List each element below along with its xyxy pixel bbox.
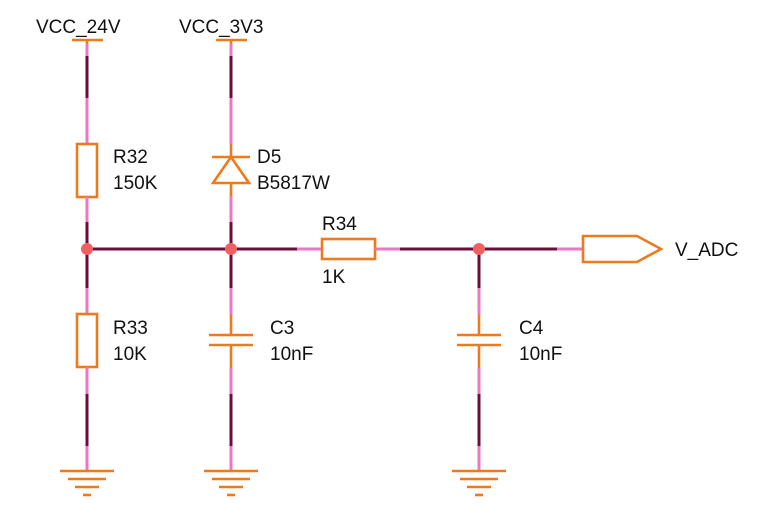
- vcc-3v3-label: VCC_3V3: [179, 17, 264, 38]
- d5-designator: D5: [257, 147, 281, 168]
- c4-value: 10nF: [519, 344, 562, 365]
- ground-symbol-1: [60, 469, 114, 497]
- v-adc-label: V_ADC: [675, 240, 738, 261]
- resistor-r32[interactable]: [75, 142, 99, 199]
- r32-designator: R32: [113, 147, 148, 168]
- resistor-r34[interactable]: [320, 237, 377, 261]
- capacitor-c3[interactable]: [209, 315, 253, 368]
- junction-dot: [473, 243, 485, 255]
- r33-designator: R33: [113, 318, 148, 339]
- c3-designator: C3: [270, 318, 294, 339]
- r32-value: 150K: [113, 173, 158, 194]
- ground-symbol-3: [452, 469, 506, 497]
- ground-symbol-2: [204, 469, 258, 497]
- diode-d5[interactable]: [210, 144, 252, 196]
- c3-value: 10nF: [270, 344, 313, 365]
- r34-value: 1K: [322, 267, 346, 288]
- vcc-24v-label: VCC_24V: [36, 17, 121, 38]
- r34-designator: R34: [322, 214, 357, 235]
- resistor-r33[interactable]: [75, 312, 99, 369]
- c4-designator: C4: [519, 318, 544, 339]
- d5-value: B5817W: [257, 173, 330, 194]
- junction-dot: [225, 243, 237, 255]
- port-v-adc[interactable]: [581, 234, 664, 264]
- junction-dot: [81, 243, 93, 255]
- r33-value: 10K: [113, 344, 147, 365]
- capacitor-c4[interactable]: [457, 315, 501, 368]
